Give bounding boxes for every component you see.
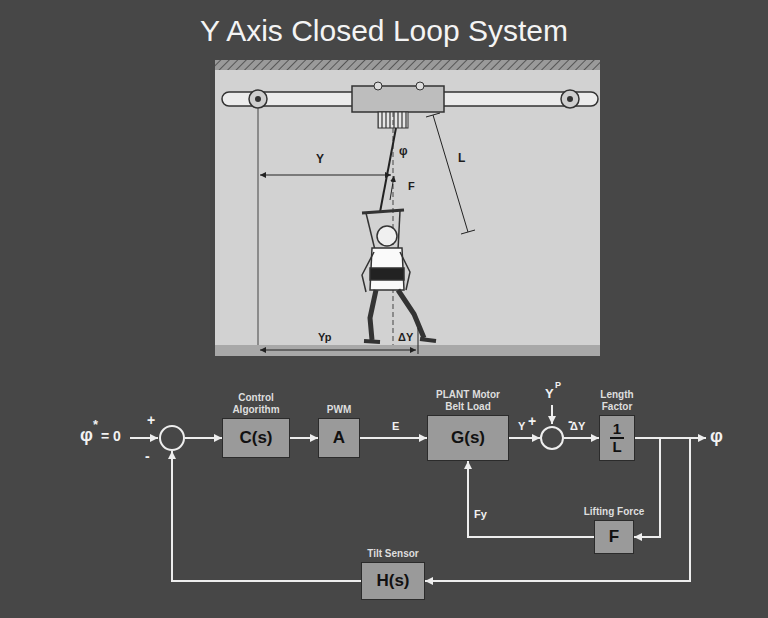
transfer-function: L (609, 439, 624, 456)
block-heading: PLANT Motor Belt Load (432, 389, 504, 412)
plant-box: PLANT Motor Belt LoadG(s) (427, 415, 509, 461)
controller-box: Control AlgorithmC(s) (222, 418, 290, 458)
signal-label: Fy (474, 508, 487, 520)
dimension-label: ΔY (398, 331, 413, 343)
illustration-panel (215, 60, 600, 356)
yp-dimension (260, 350, 416, 351)
length-label: L (458, 152, 465, 165)
signal-connector (564, 437, 599, 439)
rope (380, 128, 396, 212)
block-heading: Tilt Sensor (367, 548, 419, 560)
signal-label: ΔY (570, 420, 585, 432)
transfer-function: A (333, 429, 345, 448)
signal-connector (634, 438, 660, 537)
signal-connector (290, 437, 318, 439)
signal-label: E (392, 420, 399, 432)
extension-line (258, 108, 259, 352)
signal-connector (185, 437, 222, 439)
input-signal: φ (80, 426, 93, 446)
delta-y-extension (418, 328, 419, 354)
l-dimension (426, 113, 475, 234)
force-arrow (390, 176, 394, 200)
transfer-function: H(s) (376, 572, 409, 591)
input-superscript: * (93, 418, 98, 432)
disturbance-line (551, 405, 553, 424)
transfer-function: G(s) (451, 429, 485, 448)
sign-label: - (145, 449, 150, 463)
block-heading: Control Algorithm (225, 392, 287, 415)
ceiling-hatch (215, 60, 600, 70)
output-line (689, 437, 706, 439)
block-heading: Lifting Force (584, 506, 645, 518)
sign-label: + (147, 413, 155, 427)
output-signal: φ (710, 427, 723, 447)
ceiling (215, 60, 600, 70)
dimension-label: Yp (318, 331, 331, 343)
signal-connector (509, 437, 540, 439)
angle-label: φ (399, 145, 408, 158)
transfer-function: F (609, 528, 619, 547)
length-factor-box: Length Factor1L (599, 415, 635, 461)
y-dimension (260, 175, 391, 176)
signal-subscript: P (555, 381, 561, 391)
dimension-label: Y (316, 153, 324, 166)
force-label: F (408, 180, 415, 192)
block-heading: PWM (327, 404, 351, 416)
title: Y Axis Closed Loop System (0, 14, 768, 47)
sign-label: + (528, 414, 536, 428)
input-line (130, 437, 158, 439)
input-value: = 0 (101, 429, 121, 444)
signal-connector (360, 437, 427, 439)
disturbance-signal: Y (545, 387, 554, 401)
person (362, 210, 436, 342)
summing-junction: +- (159, 425, 185, 451)
summing-junction: +- (540, 426, 564, 450)
transfer-function: C(s) (239, 429, 272, 448)
floor (215, 345, 600, 356)
signal-connector (172, 451, 361, 581)
pwm-box: PWMA (318, 418, 360, 458)
tilt-sensor-box: Tilt SensorH(s) (361, 562, 425, 600)
trolley (352, 82, 444, 128)
block-heading: Length Factor (595, 389, 639, 412)
signal-connector (468, 461, 594, 537)
lifting-force-box: Lifting ForceF (594, 520, 634, 554)
transfer-function: 1 (610, 421, 624, 440)
signal-label: Y (518, 420, 525, 432)
